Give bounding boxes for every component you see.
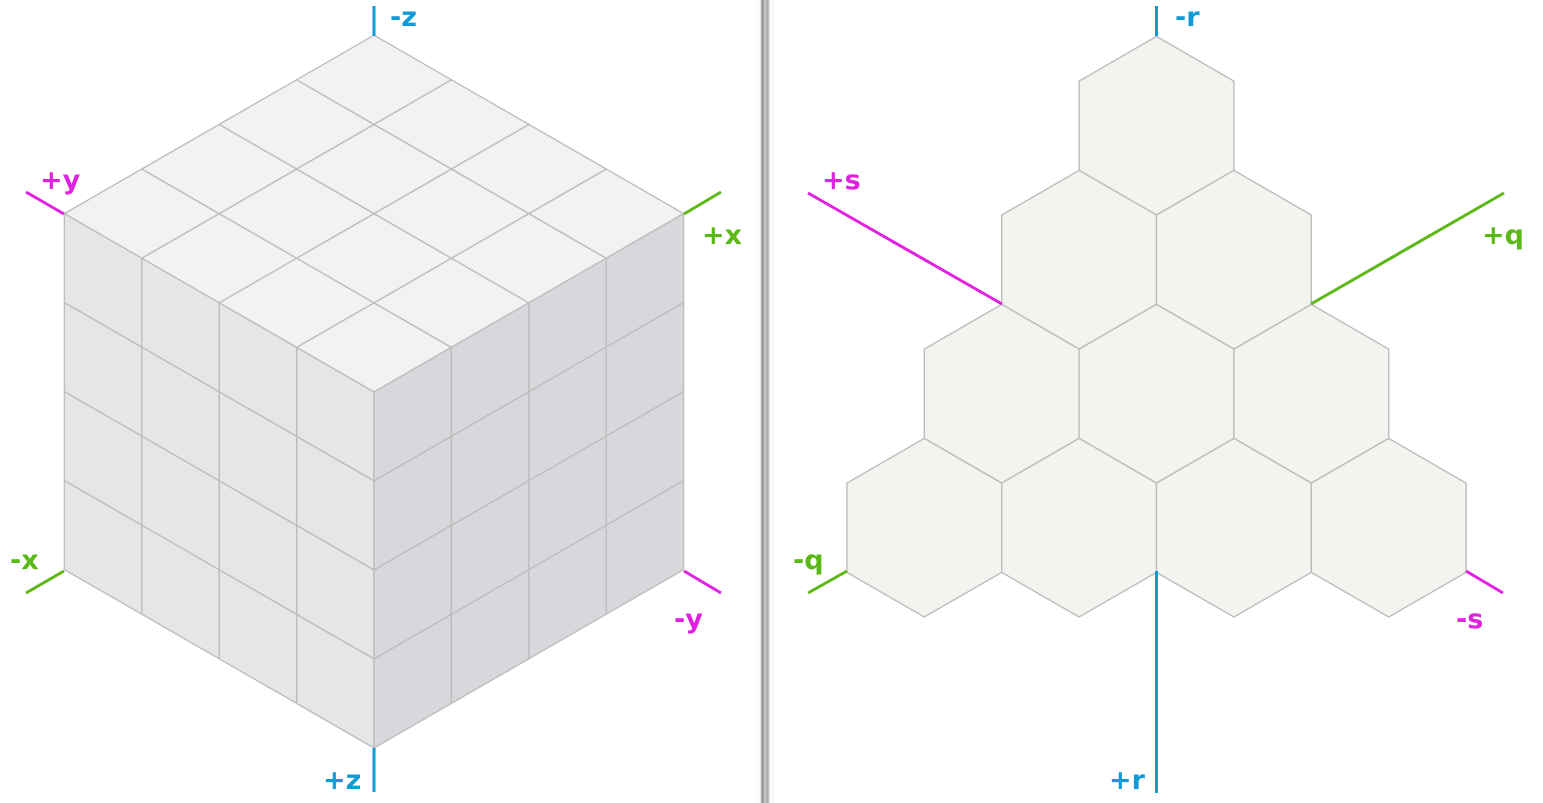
hex-cell (1310, 437, 1467, 618)
panel-divider[interactable] (757, 0, 774, 803)
cube-right-cell (605, 479, 685, 615)
plus-s-label: +s (822, 165, 861, 196)
hex-cells (846, 35, 1467, 618)
minus-q-label: -q (793, 545, 824, 576)
cube-cells (63, 34, 685, 749)
minus-y-axis-line (683, 569, 722, 595)
minus-s-label: -s (1456, 604, 1483, 635)
cube-panel: -z +z +y -y +x -x (9, 1, 743, 797)
hex-panel: -r +r +s -s +q -q (792, 1, 1524, 797)
plus-r-label: +r (1109, 765, 1146, 796)
plus-y-label: +y (40, 165, 81, 196)
plus-q-axis-line (1310, 191, 1505, 306)
plus-s-axis-line (807, 191, 1003, 306)
plus-y-axis-line (25, 190, 65, 216)
minus-x-axis-line (25, 569, 65, 595)
cube-left-cell (63, 479, 143, 615)
cube-axes (25, 6, 722, 792)
minus-s-axis-line (1465, 569, 1504, 595)
minus-q-axis-line (807, 569, 848, 595)
minus-z-label: -z (390, 2, 417, 33)
minus-y-label: -y (674, 604, 703, 635)
hex-axes (807, 6, 1505, 793)
plus-q-label: +q (1482, 220, 1524, 251)
minus-x-label: -x (10, 545, 39, 576)
plus-x-label: +x (702, 220, 742, 251)
plus-z-label: +z (323, 765, 361, 796)
plus-x-axis-line (683, 190, 722, 216)
minus-r-label: -r (1175, 2, 1200, 33)
